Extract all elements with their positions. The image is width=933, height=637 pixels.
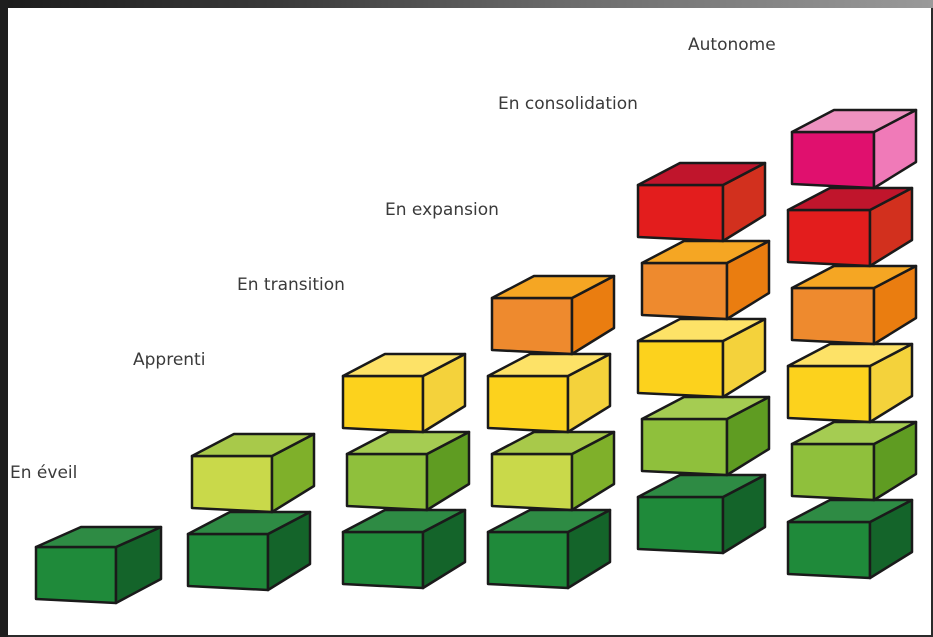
cube-top-face	[786, 342, 914, 368]
level-label-6: Autonome	[688, 35, 776, 55]
window-top-edge	[0, 0, 933, 8]
cube-front-face	[486, 530, 570, 590]
cube-front-face	[186, 532, 270, 592]
cube-front-face	[786, 364, 872, 424]
block-stack-5	[636, 161, 771, 555]
cube-top-face	[790, 108, 918, 134]
cube-yellow	[786, 342, 914, 424]
cube-top-face	[186, 510, 312, 536]
level-label-2: Apprenti	[133, 350, 205, 370]
cube-red	[636, 161, 767, 243]
window-left-edge	[0, 0, 8, 637]
diagram-canvas: En éveil Apprenti En transition En expan…	[8, 8, 931, 635]
block-stack-6	[786, 108, 918, 580]
block-stack-4	[486, 274, 616, 590]
cube-front-face	[636, 339, 725, 399]
level-label-4: En expansion	[385, 200, 499, 220]
cube-front-face	[341, 530, 425, 590]
cube-lightgreen	[345, 430, 471, 512]
cube-top-face	[490, 430, 616, 456]
level-label-3: En transition	[237, 275, 345, 295]
cube-front-face	[490, 296, 574, 356]
cube-red	[786, 186, 914, 268]
cube-front-face	[790, 442, 876, 502]
cube-top-face	[786, 186, 914, 212]
cube-top-face	[636, 473, 767, 499]
cube-front-face	[34, 545, 118, 605]
cube-top-face	[636, 161, 767, 187]
cube-orange	[490, 274, 616, 356]
block-staircase-diagram: En éveil Apprenti En transition En expan…	[10, 35, 918, 605]
cube-top-face	[490, 274, 616, 300]
cube-top-face	[190, 432, 316, 458]
cube-yellow	[486, 352, 612, 434]
cube-front-face	[786, 208, 872, 268]
cube-top-face	[790, 420, 918, 446]
cube-lime	[190, 432, 316, 514]
cube-top-face	[486, 352, 612, 378]
cube-yellow	[636, 317, 767, 399]
cube-top-face	[341, 352, 467, 378]
cube-green	[486, 508, 612, 590]
cube-pink	[790, 108, 918, 190]
cube-front-face	[790, 130, 876, 190]
cube-green	[636, 473, 767, 555]
cube-front-face	[786, 520, 872, 580]
cube-green	[34, 525, 163, 605]
cube-green	[786, 498, 914, 580]
cube-top-face	[786, 498, 914, 524]
cube-top-face	[341, 508, 467, 534]
cube-front-face	[341, 374, 425, 434]
cube-top-face	[486, 508, 612, 534]
cube-lightgreen	[790, 420, 918, 502]
cube-yellow	[341, 352, 467, 434]
cube-top-face	[636, 317, 767, 343]
cube-front-face	[790, 286, 876, 346]
cube-top-face	[34, 525, 163, 549]
cube-green	[186, 510, 312, 592]
cube-front-face	[190, 454, 274, 514]
cube-front-face	[640, 417, 729, 477]
level-labels: En éveil Apprenti En transition En expan…	[10, 35, 776, 483]
cube-orange	[640, 239, 771, 321]
cube-front-face	[345, 452, 429, 512]
cube-top-face	[640, 239, 771, 265]
level-label-1: En éveil	[10, 463, 77, 483]
cube-front-face	[640, 261, 729, 321]
level-label-5: En consolidation	[498, 94, 638, 114]
cube-front-face	[490, 452, 574, 512]
cube-lightgreen	[640, 395, 771, 477]
block-stacks	[34, 108, 918, 605]
cube-orange	[790, 264, 918, 346]
block-stack-1	[34, 525, 163, 605]
block-stack-3	[341, 352, 471, 590]
block-stack-2	[186, 432, 316, 592]
cube-front-face	[486, 374, 570, 434]
cube-front-face	[636, 495, 725, 555]
cube-front-face	[636, 183, 725, 243]
cube-green	[341, 508, 467, 590]
cube-lime	[490, 430, 616, 512]
cube-top-face	[345, 430, 471, 456]
cube-top-face	[790, 264, 918, 290]
cube-top-face	[640, 395, 771, 421]
